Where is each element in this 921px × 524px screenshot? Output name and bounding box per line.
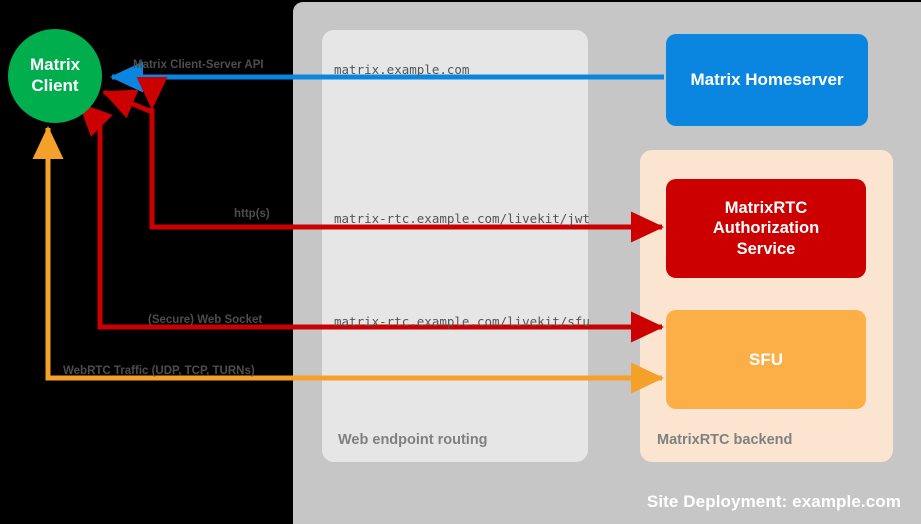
edge-label-client-server-api: Matrix Client-Server API bbox=[133, 59, 264, 71]
auth-service-label-line2: Authorization bbox=[712, 219, 820, 238]
endpoint-label-livekit-sfu: matrix-rtc.example.com/livekit/sfu bbox=[334, 314, 590, 329]
endpoint-label-livekit-jwt: matrix-rtc.example.com/livekit/jwt bbox=[334, 211, 590, 226]
site-deployment-label: Site Deployment: example.com bbox=[646, 492, 901, 511]
node-matrix-homeserver[interactable]: Matrix Homeserver bbox=[666, 34, 868, 126]
auth-service-label-line1: MatrixRTC bbox=[724, 198, 808, 217]
edge-label-http: http(s) bbox=[234, 208, 270, 220]
node-sfu[interactable]: SFU bbox=[666, 310, 866, 409]
node-matrixrtc-authorization-service[interactable]: MatrixRTC Authorization Service bbox=[666, 179, 866, 278]
web-endpoint-routing-label: Web endpoint routing bbox=[338, 432, 488, 448]
sfu-label: SFU bbox=[749, 349, 783, 369]
matrix-client-label-line2: Client bbox=[31, 76, 79, 95]
node-matrix-client[interactable]: Matrix Client bbox=[8, 29, 102, 123]
edge-label-webrtc-traffic: WebRTC Traffic (UDP, TCP, TURNs) bbox=[63, 365, 255, 377]
endpoint-label-matrix-example-com: matrix.example.com bbox=[334, 62, 470, 77]
web-endpoint-routing-container: Web endpoint routing bbox=[322, 30, 588, 462]
edge-label-web-socket: (Secure) Web Socket bbox=[148, 314, 263, 326]
matrixrtc-backend-label: MatrixRTC backend bbox=[657, 432, 793, 448]
auth-service-label-line3: Service bbox=[736, 239, 796, 258]
matrix-homeserver-label: Matrix Homeserver bbox=[690, 70, 844, 90]
matrix-client-label-line1: Matrix bbox=[29, 55, 81, 75]
